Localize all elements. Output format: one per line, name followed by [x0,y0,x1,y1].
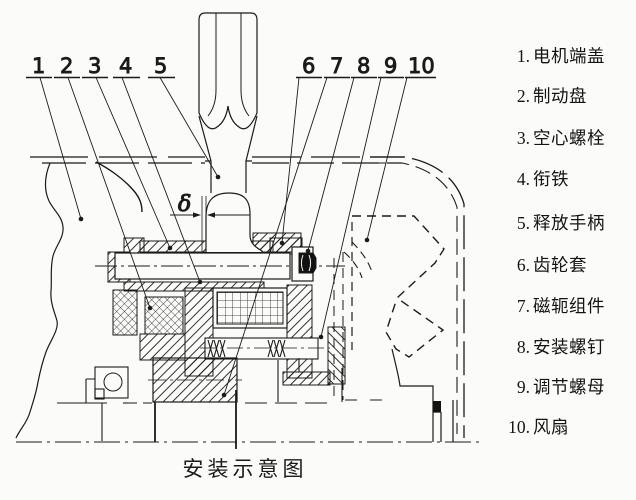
friction-disc-1 [112,289,138,336]
legend-label: 齿轮套 [533,255,587,275]
legend-num: 2. [516,86,530,106]
legend-num: 4. [516,169,530,189]
callout-7: 7 [330,54,343,78]
legend-label: 风扇 [533,417,569,437]
spring-right [267,339,286,358]
legend-item-9: 9.调节螺母 [497,377,636,398]
callout-2: 2 [60,54,73,78]
callout-5: 5 [154,54,167,78]
fan-shroud [333,156,465,438]
cam-dome [205,192,263,252]
air-gap-symbol: δ [178,192,191,217]
legend-label: 空心螺栓 [533,128,605,148]
callout-1: 1 [32,54,45,78]
legend-label: 安装螺钉 [533,337,605,357]
disc-lower-block [139,333,186,361]
shroud-mouth-arc-1 [351,241,373,273]
release-handle [198,12,258,193]
legend-item-7: 7.磁轭组件 [497,296,636,317]
handle-taper [198,115,258,162]
legend-num: 8. [516,337,530,357]
callout-9: 9 [384,54,397,78]
legend-label: 电机端盖 [533,46,605,66]
gap-bar [201,196,207,253]
technical-drawing: δ [15,12,480,449]
legend-label: 衔铁 [533,169,569,189]
legend-label: 制动盘 [533,86,587,106]
fan-silhouette [352,215,445,358]
shaft-key [433,401,441,412]
callout-8: 8 [357,54,370,78]
handle-grip [198,12,258,130]
sleeve-lower-block [282,371,331,386]
legend-item-1: 1.电机端盖 [497,46,636,67]
housing-broken-edge [15,162,64,439]
gap-arrow-right [207,212,215,218]
legend-num: 5. [516,213,530,233]
legend-label: 磁轭组件 [533,296,605,316]
parts-legend: 1.电机端盖 2.制动盘 3.空心螺栓 4.衔铁 5.释放手柄 6.齿轮套 7.… [497,0,636,500]
legend-num: 3. [516,128,530,148]
legend-item-6: 6.齿轮套 [497,255,636,276]
handle-grip-lines [207,13,250,117]
diagram-caption: 安装示意图 [182,457,308,481]
legend-num: 10. [508,417,530,437]
spring-left [207,339,226,358]
legend-item-5: 5.释放手柄 [497,213,636,234]
callouts: 1 2 3 4 5 6 7 8 9 10 [26,54,436,398]
shroud-mouth-arc-2 [343,251,363,279]
legend-item-10: 10.风扇 [497,417,636,438]
motor-end-cover-outline [15,156,405,439]
fan [351,215,445,400]
legend-num: 6. [516,255,530,275]
legend-item-4: 4.衔铁 [497,169,636,190]
callout-6: 6 [302,54,315,78]
mounting-screw-head [298,252,317,274]
fan-hub [432,400,454,442]
handle-stem [205,160,252,193]
legend-item-8: 8.安装螺钉 [497,337,636,358]
legend-item-3: 3.空心螺栓 [497,128,636,149]
legend-label: 释放手柄 [533,213,605,233]
callout-3: 3 [88,54,101,78]
brake-assembly [95,232,346,403]
adjusting-nut [327,326,346,385]
air-gap-detail: δ [170,191,263,253]
baseline-structure [16,366,480,449]
coil-winding-grid [216,291,284,325]
callout-10: 10 [408,54,435,78]
fan-lower-body [391,348,434,400]
friction-disc-2 [144,296,184,335]
bearing-ball [103,372,123,392]
legend-item-2: 2.制动盘 [497,86,636,107]
guide-stud [204,337,319,360]
legend-num: 7. [516,296,530,316]
legend-label: 调节螺母 [533,377,605,397]
legend-num: 9. [516,377,530,397]
callout-4: 4 [119,54,132,78]
legend-num: 1. [516,46,530,66]
gap-arrow-left [193,212,201,218]
bearing-box [94,366,129,399]
end-cover-mouth-curve [95,161,143,213]
